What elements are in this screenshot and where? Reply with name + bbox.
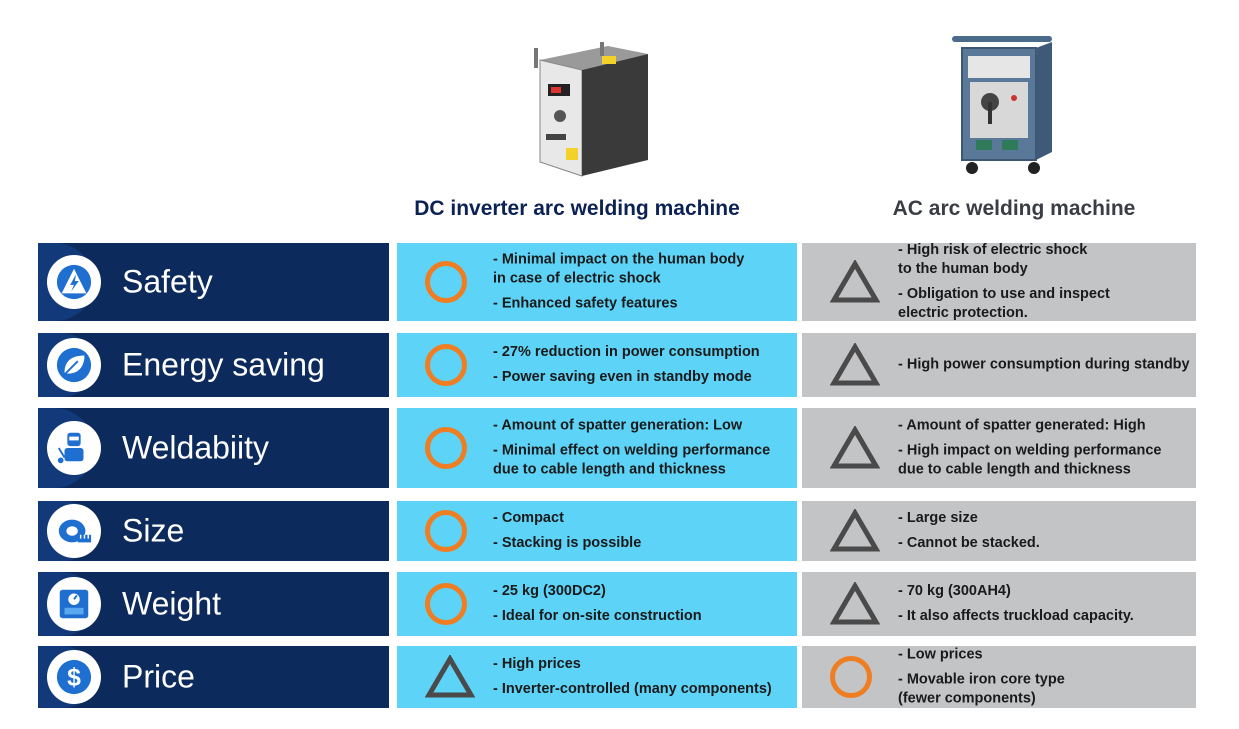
cell-line: - High risk of electric shock: [898, 242, 1088, 258]
lightning-icon: [47, 255, 101, 309]
cell-line: - Amount of spatter generated: High: [898, 417, 1146, 434]
cell-line: - Large size: [898, 510, 978, 526]
cell-line: - High prices: [493, 656, 581, 672]
cell-line: (fewer components): [898, 690, 1036, 707]
tape-measure-icon: [47, 504, 101, 558]
ac-cell: - 70 kg (300AH4) - It also affects truckl…: [802, 572, 1196, 636]
leaf-icon: [47, 338, 101, 392]
row-label: Energy saving: [122, 346, 325, 383]
dc-inverter-machine-image: [534, 42, 648, 177]
cell-line: - High impact on welding performance: [898, 442, 1162, 459]
dc-cell: - 27% reduction in power consumption - Po…: [397, 333, 797, 397]
row-label: Safety: [122, 263, 213, 300]
ac-cell: - Low prices - Movable iron core type (fe…: [802, 646, 1196, 708]
cell-text: - 70 kg (300AH4) - It also affects truckl…: [898, 582, 1134, 626]
cell-text: - High prices - Inverter-controlled (many…: [493, 655, 772, 699]
ac-triangle-mark: [830, 509, 880, 553]
ac-cell: - High power consumption during standby: [802, 333, 1196, 397]
cell-line: - 27% reduction in power consumption: [493, 344, 760, 360]
dc-column-header: DC inverter arc welding machine: [414, 197, 740, 220]
row-label: Size: [122, 512, 185, 549]
cell-text: - Low prices - Movable iron core type (fe…: [898, 646, 1065, 709]
row-label-cell: Size: [38, 501, 389, 561]
svg-text:$: $: [67, 665, 81, 692]
dc-cell: - Minimal impact on the human body in ca…: [397, 243, 797, 321]
dc-circle-mark: [425, 427, 467, 469]
row-label: Weldabiity: [122, 429, 270, 466]
cell-line: due to cable length and thickness: [493, 461, 726, 478]
cell-line: - 25 kg (300DC2): [493, 583, 606, 599]
row-label-cell: Safety: [38, 243, 389, 321]
cell-line: - Minimal impact on the human body: [493, 251, 745, 268]
cell-line: - It also affects truckload capacity.: [898, 608, 1134, 624]
row-label-cell: $ Price: [38, 646, 389, 708]
dc-triangle-mark: [425, 655, 475, 699]
welder-icon: [47, 421, 101, 475]
cell-text: - Amount of spatter generation: Low - Min…: [493, 417, 770, 480]
cell-line: - Power saving even in standby mode: [493, 369, 752, 385]
cell-text: - Minimal impact on the human body in ca…: [493, 251, 744, 314]
dc-circle-mark: [425, 583, 467, 625]
cell-text: - Amount of spatter generated: High - Hig…: [898, 417, 1161, 480]
ac-triangle-mark: [830, 582, 880, 626]
cell-line: due to cable length and thickness: [898, 461, 1131, 478]
dc-circle-mark: [425, 261, 467, 303]
cell-line: electric protection.: [898, 305, 1028, 321]
row-label: Weight: [122, 585, 222, 622]
cell-line: - Minimal effect on welding performance: [493, 442, 771, 459]
dc-cell: - High prices - Inverter-controlled (many…: [397, 646, 797, 708]
cell-text: - High risk of electric shock to the hum…: [898, 241, 1110, 323]
ac-cell: - Amount of spatter generated: High - Hig…: [802, 408, 1196, 488]
cell-line: - Low prices: [898, 646, 983, 663]
ac-triangle-mark: [830, 426, 880, 470]
ac-triangle-mark: [830, 260, 880, 304]
dc-cell: - Amount of spatter generation: Low - Min…: [397, 408, 797, 488]
cell-line: - Inverter-controlled (many components): [493, 681, 772, 697]
cell-line: - High power consumption during standby: [898, 356, 1190, 373]
cell-line: - Obligation to use and inspect: [898, 286, 1110, 302]
cell-line: - Ideal for on-site construction: [493, 608, 702, 624]
cell-text: - 25 kg (300DC2) - Ideal for on-site cons…: [493, 582, 702, 626]
dollar-icon: $: [47, 650, 101, 704]
cell-line: - 70 kg (300AH4): [898, 583, 1011, 599]
cell-text: - High power consumption during standby: [898, 356, 1190, 375]
ac-machine-image: [952, 36, 1052, 174]
row-label: Price: [122, 658, 195, 695]
cell-line: - Cannot be stacked.: [898, 535, 1040, 551]
cell-line: - Stacking is possible: [493, 535, 642, 551]
ac-circle-mark: [830, 656, 872, 698]
cell-line: in case of electric shock: [493, 270, 661, 287]
row-label-cell: Weight: [38, 572, 389, 636]
cell-line: - Amount of spatter generation: Low: [493, 417, 743, 434]
cell-line: - Compact: [493, 510, 564, 526]
cell-line: - Enhanced safety features: [493, 295, 678, 312]
dc-cell: - Compact - Stacking is possible: [397, 501, 797, 561]
cell-text: - Compact - Stacking is possible: [493, 509, 641, 553]
dc-circle-mark: [425, 344, 467, 386]
ac-column-header: AC arc welding machine: [892, 197, 1136, 220]
ac-triangle-mark: [830, 343, 880, 387]
row-label-cell: Energy saving: [38, 333, 389, 397]
ac-cell: - High risk of electric shock to the hum…: [802, 241, 1196, 323]
cell-text: - Large size - Cannot be stacked.: [898, 509, 1040, 553]
row-label-cell: Weldabiity: [38, 408, 389, 488]
cell-text: - 27% reduction in power consumption - Po…: [493, 343, 760, 387]
dc-circle-mark: [425, 510, 467, 552]
cell-line: to the human body: [898, 261, 1028, 277]
cell-line: - Movable iron core type: [898, 671, 1065, 688]
dc-cell: - 25 kg (300DC2) - Ideal for on-site cons…: [397, 572, 797, 636]
scale-icon: [47, 577, 101, 631]
ac-cell: - Large size - Cannot be stacked.: [802, 501, 1196, 561]
